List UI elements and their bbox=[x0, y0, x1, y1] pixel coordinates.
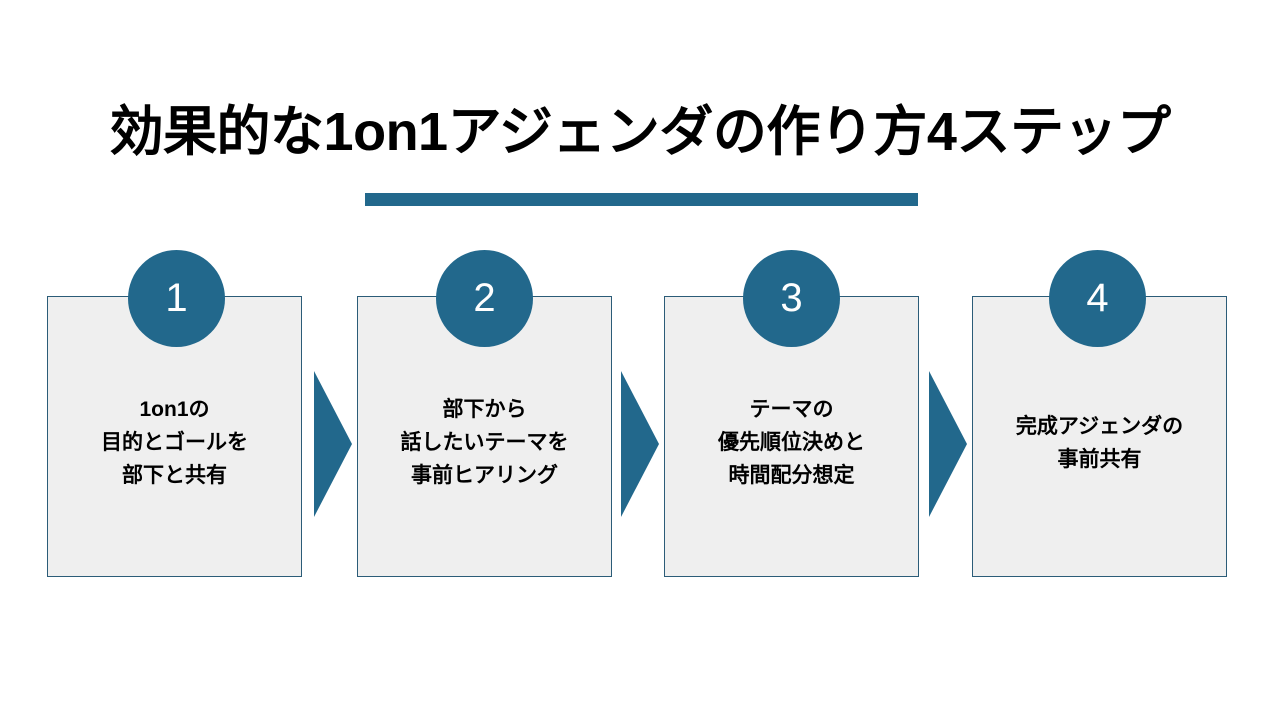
step-number-circle-3: 3 bbox=[743, 250, 840, 347]
step-number-circle-2: 2 bbox=[436, 250, 533, 347]
step-number-circle-1: 1 bbox=[128, 250, 225, 347]
step-label-2: 部下から 話したいテーマを 事前ヒアリング bbox=[400, 398, 569, 487]
step-label-3: テーマの 優先順位決めと 時間配分想定 bbox=[718, 398, 865, 487]
step-box-3: テーマの 優先順位決めと 時間配分想定 bbox=[664, 296, 919, 577]
step-label-1: 1on1の 目的とゴールを 部下と共有 bbox=[101, 398, 248, 487]
arrow-right-icon-2 bbox=[621, 371, 659, 517]
step-label-4: 完成アジェンダの 事前共有 bbox=[1015, 415, 1184, 471]
page-title: 効果的な1on1アジェンダの作り方4ステップ bbox=[109, 102, 1171, 162]
arrow-right-icon-3 bbox=[929, 371, 967, 517]
arrow-right-icon-1 bbox=[314, 371, 352, 517]
title-underline-bar bbox=[365, 193, 918, 206]
step-number-circle-4: 4 bbox=[1049, 250, 1146, 347]
